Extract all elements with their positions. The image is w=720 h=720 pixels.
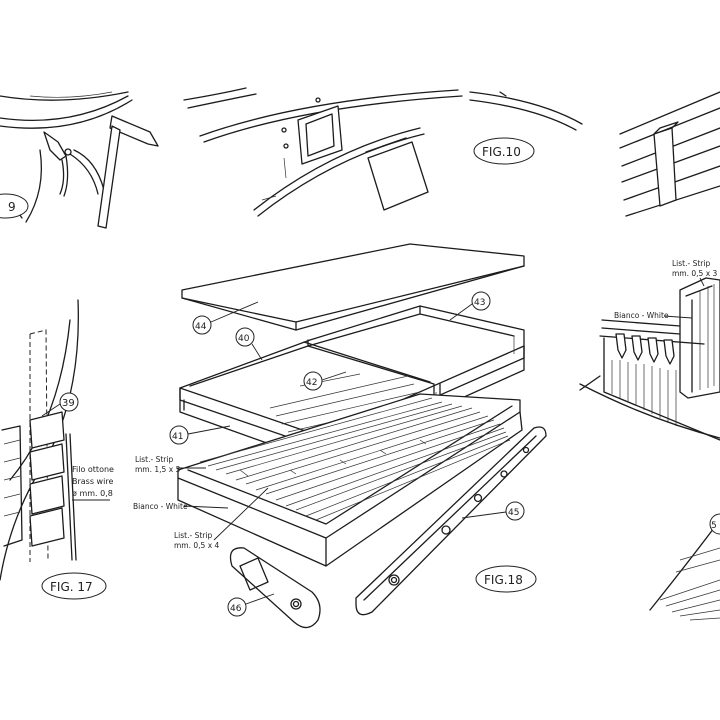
brass-wire-label-1: Filo ottone <box>72 465 114 474</box>
callout-45: 45 <box>508 508 519 518</box>
pliers-icon <box>43 131 105 197</box>
callout-41: 41 <box>172 432 183 442</box>
strip-1-5x3-label-2: mm. 1,5 x 3 <box>135 465 181 474</box>
fig18-callouts: 44 40 43 42 41 45 46 List.- Strip mm. 1,… <box>133 291 537 617</box>
strip-0-5x3-label-2: mm. 0,5 x 3 <box>672 269 718 278</box>
strip-0-5x4-label-1: List.- Strip <box>174 531 212 540</box>
strip-0-5x3-label-1: List.- Strip <box>672 259 710 268</box>
fig18-drawing <box>177 243 547 629</box>
brass-wire-label-2: Brass wire <box>72 477 113 486</box>
fig18-oval <box>475 565 537 593</box>
fig17-oval <box>41 572 107 600</box>
callout-46: 46 <box>230 604 242 614</box>
brass-wire-label-3: ø mm. 0,8 <box>72 489 113 498</box>
fig9-oval <box>0 193 29 219</box>
part-44-roof-plate <box>181 243 525 323</box>
fig9-drawing: 9 <box>0 91 159 229</box>
fig17-label: FIG. 17 <box>50 580 93 594</box>
hammer-icon <box>97 115 159 229</box>
callout-5x: 5 <box>711 521 717 531</box>
fig10-label: FIG.10 <box>482 145 521 159</box>
fig9-label: 9 <box>8 200 16 214</box>
bulwark-drawing <box>619 91 720 217</box>
callout-43: 43 <box>474 298 485 308</box>
bianco-white-right-label: Bianco - White <box>614 311 669 320</box>
strip-1-5x3-label-1: List.- Strip <box>135 455 173 464</box>
fig10-drawing: FIG.10 <box>183 87 583 217</box>
fig18-label: FIG.18 <box>484 573 523 587</box>
part-46-plate <box>229 547 321 629</box>
strip-0-5x4-label-2: mm. 0,5 x 4 <box>174 541 220 550</box>
callout-42: 42 <box>306 378 317 388</box>
callout-40: 40 <box>238 334 250 344</box>
fig10-oval <box>473 137 535 165</box>
fig17-drawing: 39 Filo ottone Brass wire ø mm. 0,8 FIG.… <box>0 299 114 600</box>
bianco-white-main-label: Bianco - White <box>133 502 188 511</box>
callout-44: 44 <box>195 322 207 332</box>
callout-39: 39 <box>62 398 75 409</box>
part-45-rail <box>355 426 547 616</box>
right-deckhouse-drawing: List.- Strip mm. 0,5 x 3 Bianco - White … <box>579 259 720 621</box>
